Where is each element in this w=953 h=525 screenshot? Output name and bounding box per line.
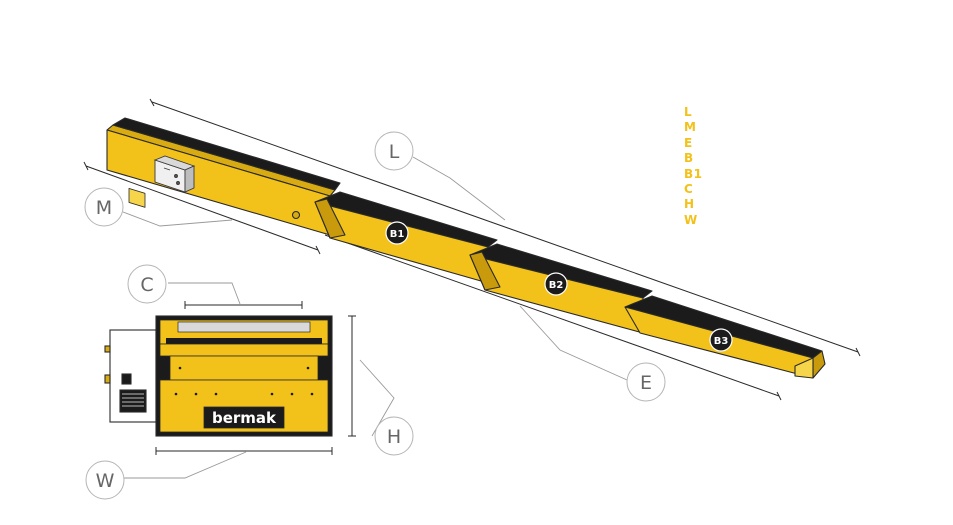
legend-item-b1: B1	[684, 166, 703, 181]
legend-item-w: W	[684, 212, 698, 227]
panel-fitting-2	[104, 374, 111, 384]
callout-l: L	[374, 131, 414, 171]
housing-middle	[159, 343, 329, 357]
panel-fitting-1	[104, 345, 111, 353]
callout-h: H	[374, 416, 414, 456]
legend-item-b: B	[684, 151, 694, 166]
section-1-belt	[112, 117, 341, 191]
callout-m-label: M	[96, 197, 112, 219]
top-roller	[177, 321, 311, 333]
callout-c: C	[127, 264, 167, 304]
legend-item-l: L	[684, 105, 693, 119]
callout-e: E	[626, 362, 666, 402]
section-badge-b2-label: B2	[549, 280, 564, 291]
callout-l-label: L	[389, 141, 400, 163]
legend-item-m: M	[684, 120, 697, 135]
panel-switch	[121, 373, 132, 385]
front-dimension-lines	[155, 301, 356, 455]
section-badge-b1: B1	[385, 221, 409, 245]
brand-logo-plate	[203, 406, 285, 429]
callout-c-label: C	[140, 274, 153, 296]
legend-item-e: E	[684, 135, 693, 150]
conveyor-long-view	[106, 117, 826, 379]
dimension-lines	[83, 98, 861, 401]
leader-lines	[110, 156, 628, 479]
callout-m: M	[84, 187, 124, 227]
dimension-legend: L M E B B1 C H W	[684, 105, 714, 228]
dim-line-e	[324, 234, 780, 397]
callout-w: W	[85, 460, 125, 500]
dim-line-l	[151, 101, 859, 353]
panel-vent	[119, 389, 147, 413]
section-2-end	[314, 198, 346, 239]
conveyor-front-view	[104, 315, 333, 437]
legend-item-c: C	[684, 182, 694, 197]
section-badge-b2: B2	[544, 272, 568, 296]
section-4-roller	[794, 357, 814, 379]
section-badge-b1-label: B1	[390, 229, 405, 240]
section-badge-b3: B3	[709, 328, 733, 352]
callout-w-label: W	[96, 470, 115, 492]
section-1-bolt	[291, 210, 301, 220]
callout-h-label: H	[387, 426, 401, 448]
brand-logo: bermak	[212, 409, 277, 427]
callout-e-label: E	[640, 372, 652, 394]
service-window	[128, 188, 146, 208]
legend-item-h: H	[684, 197, 695, 212]
electrical-box-icon	[153, 155, 196, 193]
section-badge-b3-label: B3	[714, 336, 729, 347]
housing-inner	[169, 355, 319, 381]
dim-line-m	[85, 165, 319, 251]
section-3-end	[469, 251, 501, 291]
